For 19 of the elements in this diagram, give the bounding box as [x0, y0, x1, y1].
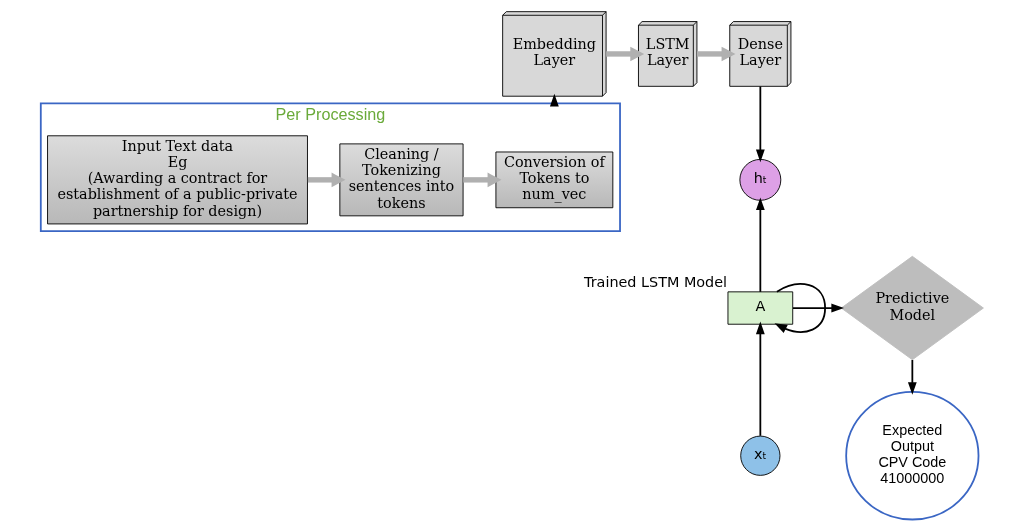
arrow: [774, 283, 826, 333]
node-box: Cleaning / Tokenizing sentences into tokens: [339, 143, 464, 217]
arrow: [755, 85, 765, 163]
node-box: Conversion of Tokens to num_vec: [495, 151, 614, 209]
arrow: [463, 172, 502, 188]
arrow: [907, 359, 917, 395]
arrow: [307, 172, 346, 188]
node-box: A: [727, 291, 794, 325]
arrow: [697, 46, 736, 62]
arrow: [755, 197, 765, 293]
arrow: [606, 46, 645, 62]
node-circle: hₜ: [739, 158, 782, 201]
arrow: [755, 321, 765, 437]
arrow: [792, 303, 844, 313]
node-box: Input Text data Eg (Awarding a contract for establishment of a public-private partnership for design): [47, 135, 308, 225]
node-circle: xₜ: [740, 435, 781, 476]
node-diamond: Predictive Model: [840, 255, 984, 361]
node-circle: Expected Output CPV Code 41000000: [845, 391, 980, 521]
node-label: Trained LSTM Model: [584, 274, 728, 291]
